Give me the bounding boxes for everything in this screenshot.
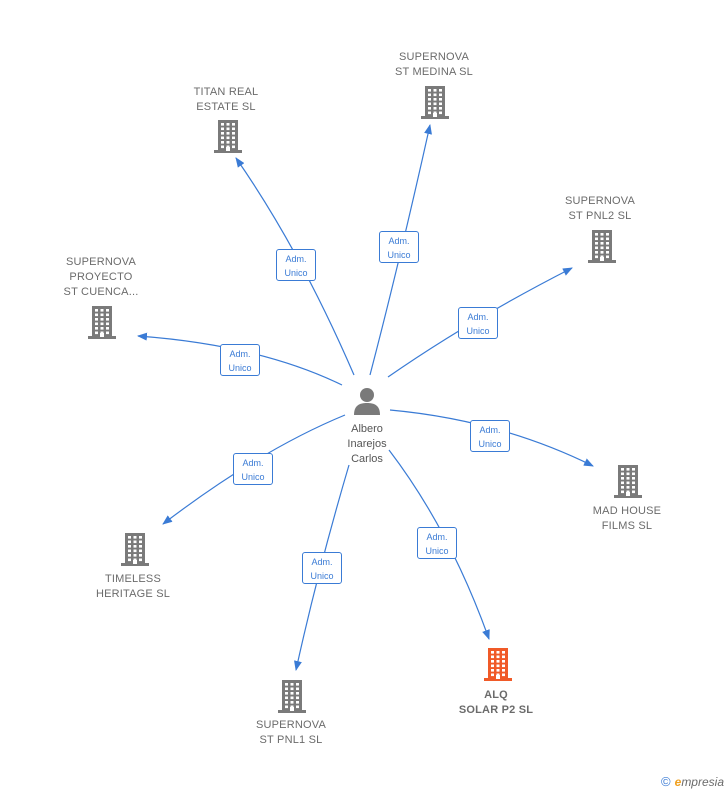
role-badge[interactable]: Adm. Unico [458, 307, 498, 339]
company-label-line: HERITAGE SL [95, 588, 171, 600]
company-label-line: TITAN REAL [193, 86, 259, 98]
building-icon[interactable] [481, 646, 515, 687]
company-label-line: SUPERNOVA [398, 51, 470, 63]
role-badge-line: Unico [284, 268, 308, 278]
role-badge[interactable]: Adm. Unico [470, 420, 510, 452]
company-label-line: ST PNL2 SL [568, 210, 632, 222]
role-badge[interactable]: Adm. Unico [302, 552, 342, 584]
building-icon[interactable] [211, 118, 245, 159]
building-icon[interactable] [585, 228, 619, 269]
role-badge[interactable]: Adm. Unico [233, 453, 273, 485]
building-icon[interactable] [118, 531, 152, 572]
role-badge-line: Unico [478, 439, 502, 449]
person-name-line: Albero [351, 423, 383, 435]
person-name-line: Inarejos [347, 438, 387, 450]
role-badge-line: Unico [425, 546, 449, 556]
brand-rest: mpresia [681, 775, 724, 789]
building-icon[interactable] [611, 463, 645, 504]
role-badge[interactable]: Adm. Unico [417, 527, 457, 559]
company-label-line: TIMELESS [104, 573, 161, 585]
building-icon[interactable] [85, 304, 119, 345]
role-badge-line: Adm. [388, 236, 410, 246]
brand-watermark: ©empresia [661, 774, 724, 789]
role-badge-line: Adm. [426, 532, 448, 542]
company-label-line: SUPERNOVA [65, 256, 137, 268]
company-label-supernova-st-pnl2[interactable]: SUPERNOVA ST PNL2 SL [565, 194, 635, 224]
company-label-supernova-proyecto-st-cuenca[interactable]: SUPERNOVA PROYECTO ST CUENCA... [64, 255, 139, 300]
role-badge-line: Adm. [467, 312, 489, 322]
role-badge-line: Adm. [285, 254, 307, 264]
company-label-supernova-st-medina[interactable]: SUPERNOVA ST MEDINA SL [395, 50, 473, 80]
person-icon[interactable] [352, 386, 382, 421]
role-badge-line: Adm. [479, 425, 501, 435]
role-badge-line: Adm. [242, 458, 264, 468]
role-badge[interactable]: Adm. Unico [379, 231, 419, 263]
role-badge-line: Unico [466, 326, 490, 336]
company-label-line: SOLAR P2 SL [458, 704, 534, 716]
building-icon[interactable] [275, 678, 309, 719]
role-badge-line: Unico [241, 472, 265, 482]
company-label-alq-solar-p2[interactable]: ALQ SOLAR P2 SL [459, 688, 533, 718]
company-label-timeless-heritage[interactable]: TIMELESS HERITAGE SL [96, 572, 170, 602]
company-label-line: SUPERNOVA [255, 719, 327, 731]
person-name-line: Carlos [351, 453, 383, 465]
role-badge-line: Unico [310, 571, 334, 581]
role-badge-line: Unico [228, 363, 252, 373]
role-badge[interactable]: Adm. Unico [220, 344, 260, 376]
company-label-supernova-st-pnl1[interactable]: SUPERNOVA ST PNL1 SL [256, 718, 326, 748]
company-label-line: FILMS SL [601, 520, 653, 532]
copyright-symbol: © [661, 774, 671, 789]
company-label-line: SUPERNOVA [564, 195, 636, 207]
building-icon[interactable] [418, 84, 452, 125]
company-label-line: ESTATE SL [196, 101, 256, 113]
company-label-line: ALQ [484, 689, 508, 701]
company-label-mad-house-films[interactable]: MAD HOUSE FILMS SL [593, 504, 661, 534]
company-label-titan-real-estate[interactable]: TITAN REAL ESTATE SL [194, 85, 259, 115]
role-badge-line: Adm. [311, 557, 333, 567]
company-label-line: MAD HOUSE [592, 505, 662, 517]
brand-e: e [674, 775, 682, 789]
company-label-line: ST PNL1 SL [259, 734, 323, 746]
role-badge-line: Adm. [229, 349, 251, 359]
company-label-line: ST MEDINA SL [395, 66, 473, 78]
role-badge-line: Unico [387, 250, 411, 260]
role-badge[interactable]: Adm. Unico [276, 249, 316, 281]
company-label-line: ST CUENCA... [63, 286, 139, 298]
company-label-line: PROYECTO [69, 271, 133, 283]
